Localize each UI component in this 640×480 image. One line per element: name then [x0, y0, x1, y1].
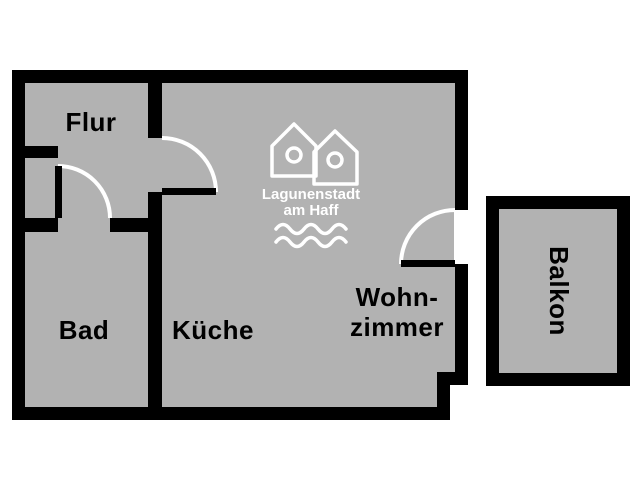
flur-kueche-door-leaf — [162, 188, 216, 195]
balcony-door-gap — [454, 210, 469, 264]
balcony-door-arc — [399, 208, 456, 265]
balcony-door-leaf — [401, 260, 455, 267]
logo-text-line1: Lagunenstadt — [262, 186, 360, 203]
flur-label: Flur — [65, 107, 116, 137]
flur-kueche-door-arc — [161, 136, 218, 193]
logo-house-left-window-icon — [285, 146, 303, 164]
bad-label: Bad — [59, 315, 110, 345]
wall-flur-right-upper — [148, 83, 162, 138]
flur-bad-door-leaf — [55, 166, 62, 218]
wall-flur-bad-left — [25, 218, 58, 232]
wall-bad-kueche — [148, 192, 162, 407]
balcony-floor — [499, 209, 617, 373]
logo-house-left-icon — [270, 122, 318, 178]
flur-bad-door-arc — [57, 164, 112, 219]
logo-house-right-icon — [312, 129, 359, 186]
logo-wave-top-icon — [274, 222, 348, 236]
kueche-label: Küche — [172, 315, 254, 345]
wohnzimmer-label-line2: zimmer — [350, 312, 444, 342]
wohnzimmer-label-line1: Wohn- — [356, 282, 439, 312]
logo-wave-bottom-icon — [274, 235, 348, 249]
wall-stub-left — [25, 146, 58, 158]
wall-flur-bad-right — [110, 218, 162, 232]
logo: Lagunenstadt am Haff — [262, 122, 360, 249]
logo-text-line2: am Haff — [283, 202, 339, 219]
balkon-label: Balkon — [544, 246, 574, 336]
logo-house-right-window-icon — [326, 151, 344, 169]
apartment-floor — [25, 83, 455, 407]
